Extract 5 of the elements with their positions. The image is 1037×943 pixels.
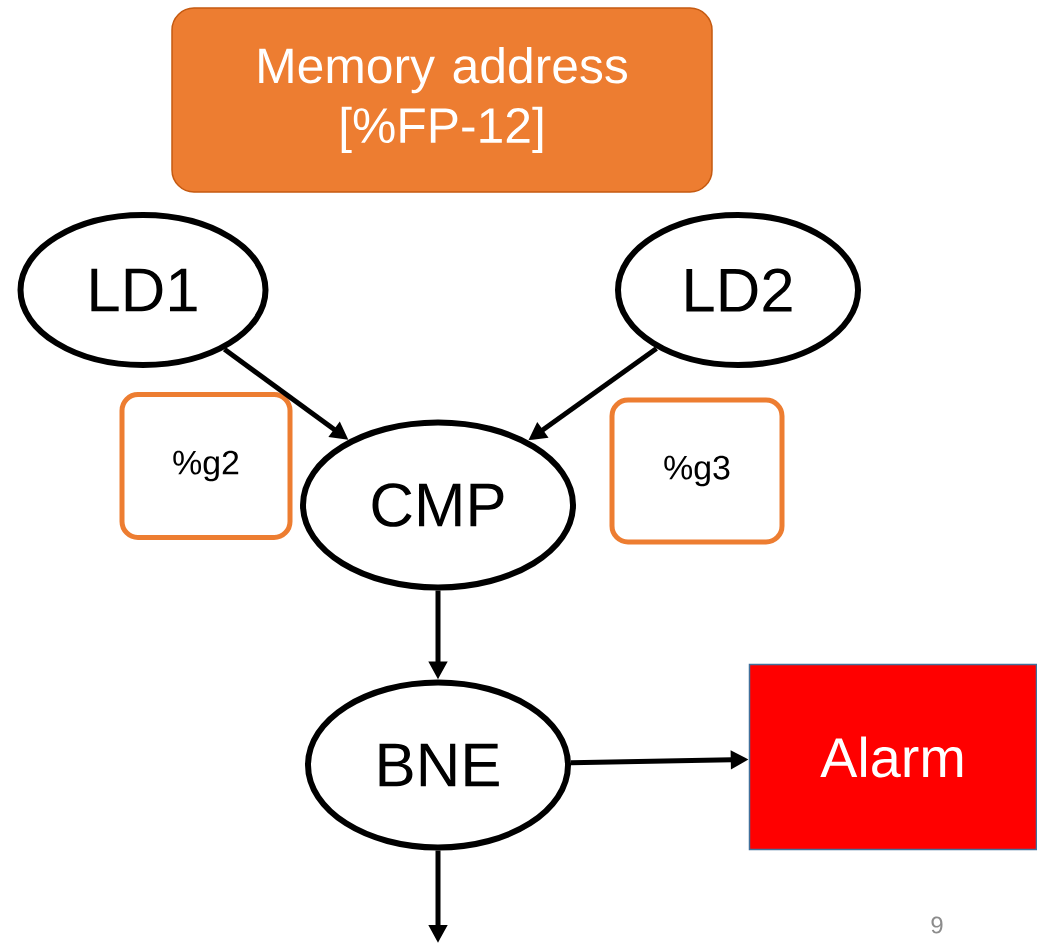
address-box: Memory address [%FP-12] <box>171 7 713 193</box>
register-box: %g2 <box>119 392 293 540</box>
register-box: %g3 <box>609 397 785 545</box>
page-number: 9 <box>931 916 943 934</box>
alarm-box: Alarm <box>748 663 1037 851</box>
